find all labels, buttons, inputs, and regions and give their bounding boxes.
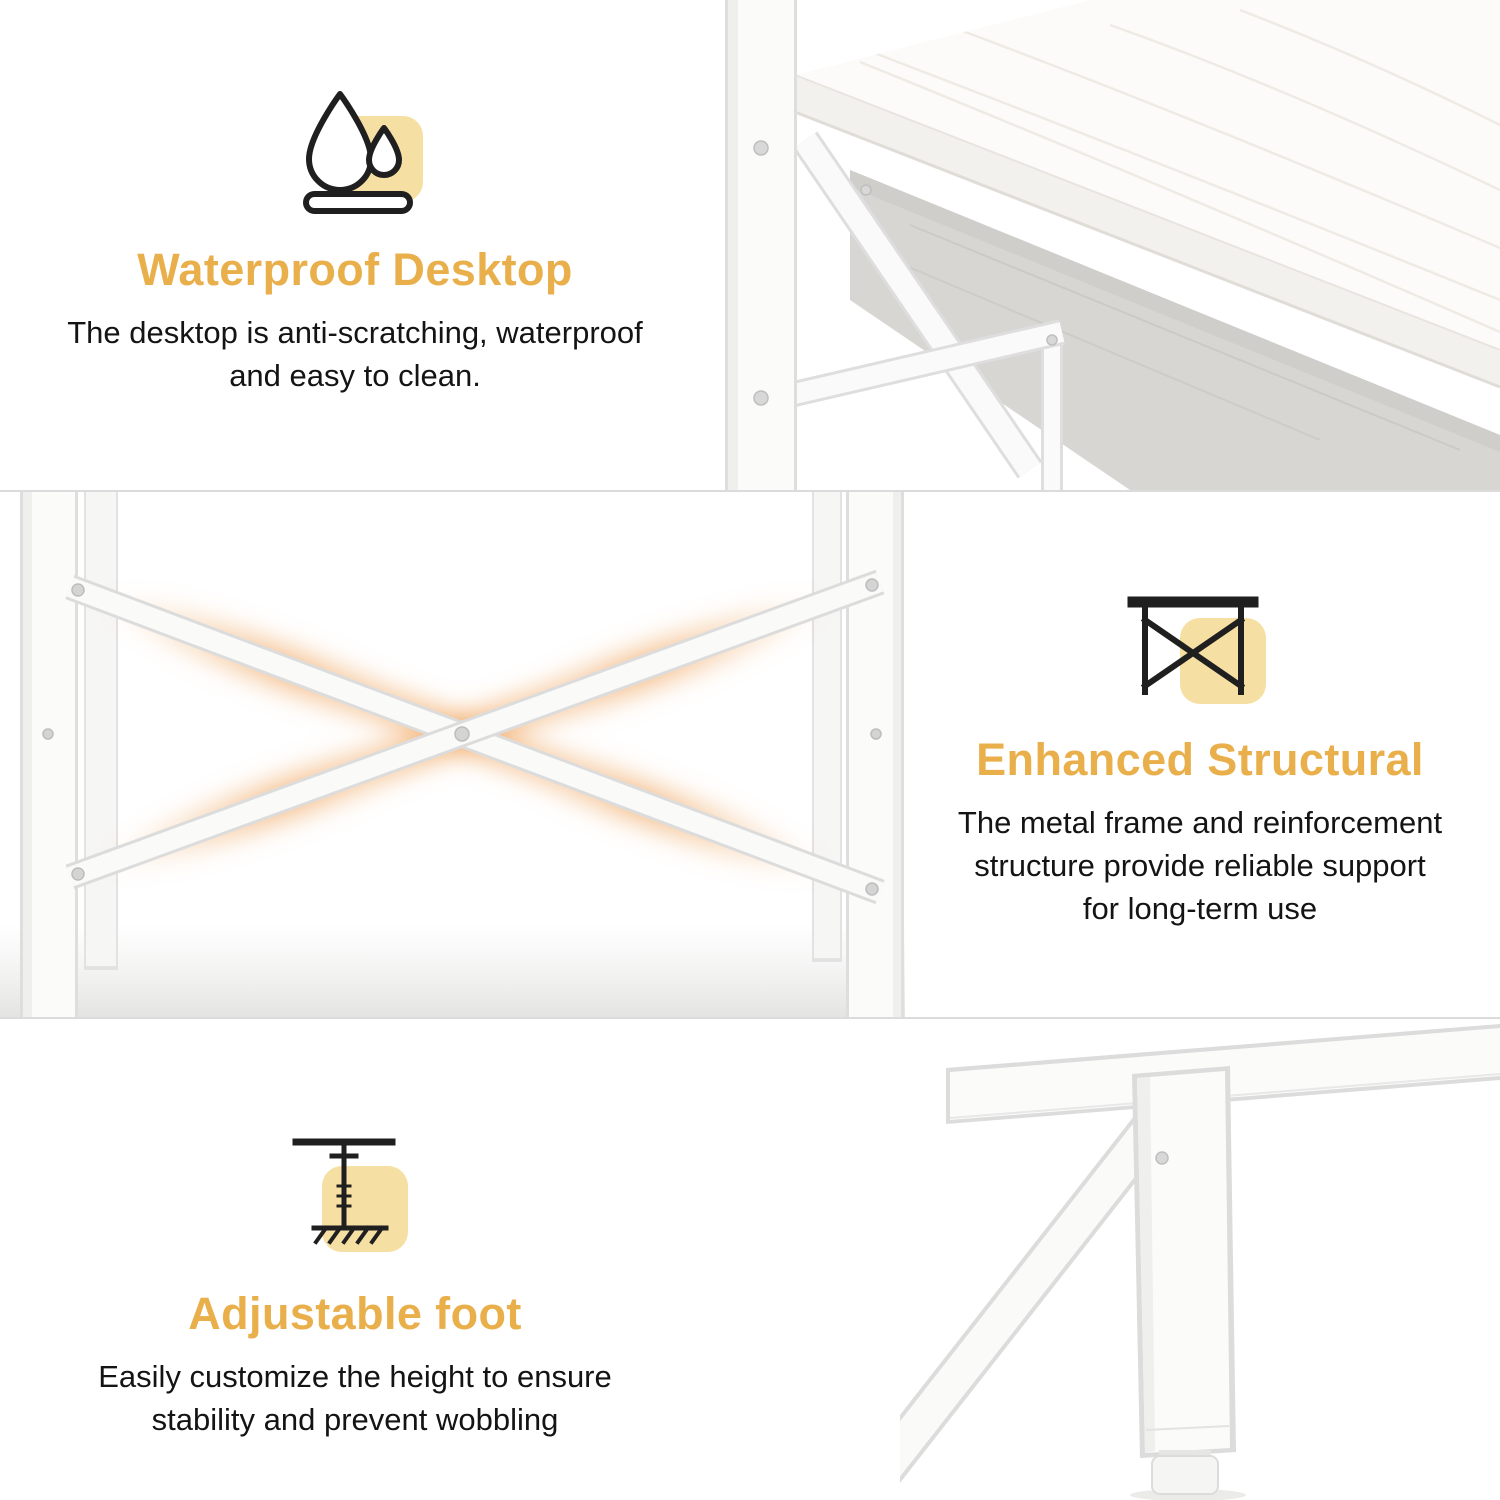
adjustable-foot-icon	[280, 1122, 430, 1272]
desk-leg-photo	[900, 1018, 1500, 1500]
desktop-surface	[794, 0, 1500, 351]
feature-title-adjustable-foot: Adjustable foot	[188, 1288, 522, 1339]
desktop-edge	[794, 75, 1500, 389]
adjustable-foot	[1130, 1450, 1246, 1500]
feature-body-structural: The metal frame and reinforcement struct…	[957, 805, 1443, 926]
screws	[753, 140, 1058, 406]
feature-title-waterproof: Waterproof Desktop	[137, 244, 573, 295]
feature-adjustable-foot: Adjustable foot Easily customize the hei…	[55, 1122, 655, 1442]
floor-shadow	[0, 922, 905, 1018]
water-drops-icon	[280, 78, 430, 228]
section-divider-top	[0, 490, 1500, 492]
desk-leg	[1132, 1066, 1236, 1458]
desk-corner-photo	[700, 0, 1500, 490]
feature-body-adjustable-foot: Easily customize the height to ensure st…	[98, 1359, 612, 1437]
cross-brace-bars	[65, 569, 885, 905]
fabric-drawer-panel	[850, 170, 1500, 490]
screws	[42, 578, 882, 896]
desk-leg-post	[725, 0, 797, 490]
section-divider-bottom	[0, 1017, 1500, 1019]
screws	[1155, 1151, 1169, 1165]
feature-waterproof: Waterproof Desktop The desktop is anti-s…	[35, 78, 675, 398]
frame-tubes	[787, 131, 1065, 490]
cross-brace-photo	[0, 492, 905, 1018]
feature-structural: Enhanced Structural The metal frame and …	[930, 568, 1470, 930]
feature-body-waterproof: The desktop is anti-scratching, waterpro…	[67, 315, 643, 393]
desk-frame-icon	[1125, 568, 1275, 718]
feature-title-structural: Enhanced Structural	[976, 734, 1424, 785]
